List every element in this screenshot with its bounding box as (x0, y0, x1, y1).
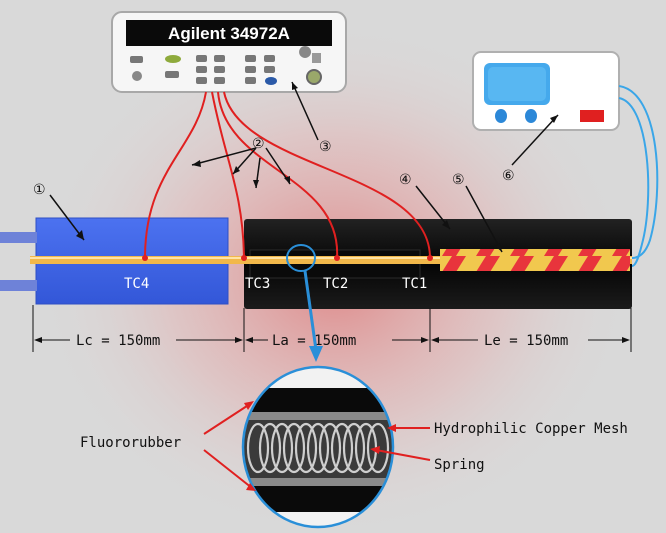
tc1-junction (427, 255, 433, 261)
detail-arrowheads (244, 401, 396, 491)
dimension-arrowheads (34, 337, 630, 343)
power-cable-2 (618, 97, 650, 267)
outlet-pipe (0, 280, 37, 291)
tc4-junction (142, 255, 148, 261)
callout-6: ⑥ (502, 168, 515, 184)
copper-mesh-label: Hydrophilic Copper Mesh (434, 421, 628, 437)
callout-2: ② (252, 136, 265, 152)
callout-leaders (49, 81, 559, 253)
inlet-pipe (0, 232, 37, 243)
evaporator-length: Le = 150mm (484, 333, 568, 349)
detail-arrows (203, 403, 431, 489)
capillary-tube (30, 256, 632, 264)
data-logger: Agilent 34972A (111, 11, 347, 93)
fluororubber-label: Fluororubber (80, 435, 181, 451)
wire-tc3 (211, 91, 245, 259)
callout-3: ③ (319, 139, 332, 155)
logger-display (126, 20, 332, 46)
wire-tc4 (144, 91, 207, 259)
callout-arrowheads (76, 82, 558, 252)
tc1-label: TC1 (402, 276, 427, 292)
zoom-pointer-head (309, 346, 323, 362)
capillary-tube-highlight (30, 257, 632, 259)
callout-4: ④ (399, 172, 412, 188)
spring-coils (246, 422, 390, 474)
heating-wire-wrap (440, 249, 630, 271)
cross-section-detail (241, 365, 395, 529)
power-cable-1 (618, 85, 659, 259)
thermocouple-wires (144, 91, 431, 259)
zoom-marker (286, 244, 316, 272)
tc2-junction (334, 255, 340, 261)
zoom-pointer (303, 270, 318, 351)
wire-tc1 (223, 91, 431, 259)
spring-label: Spring (434, 457, 485, 473)
logger-brand: Agilent 34972A (168, 24, 290, 43)
callout-1: ① (33, 182, 46, 198)
dc-power-supply (472, 51, 620, 131)
supply-indicator (580, 110, 604, 122)
tc3-junction (241, 255, 247, 261)
tc3-label: TC3 (245, 276, 270, 292)
condenser-length: Lc = 150mm (76, 333, 160, 349)
tc2-label: TC2 (323, 276, 348, 292)
callout-5: ⑤ (452, 172, 465, 188)
tc4-label: TC4 (124, 276, 149, 292)
